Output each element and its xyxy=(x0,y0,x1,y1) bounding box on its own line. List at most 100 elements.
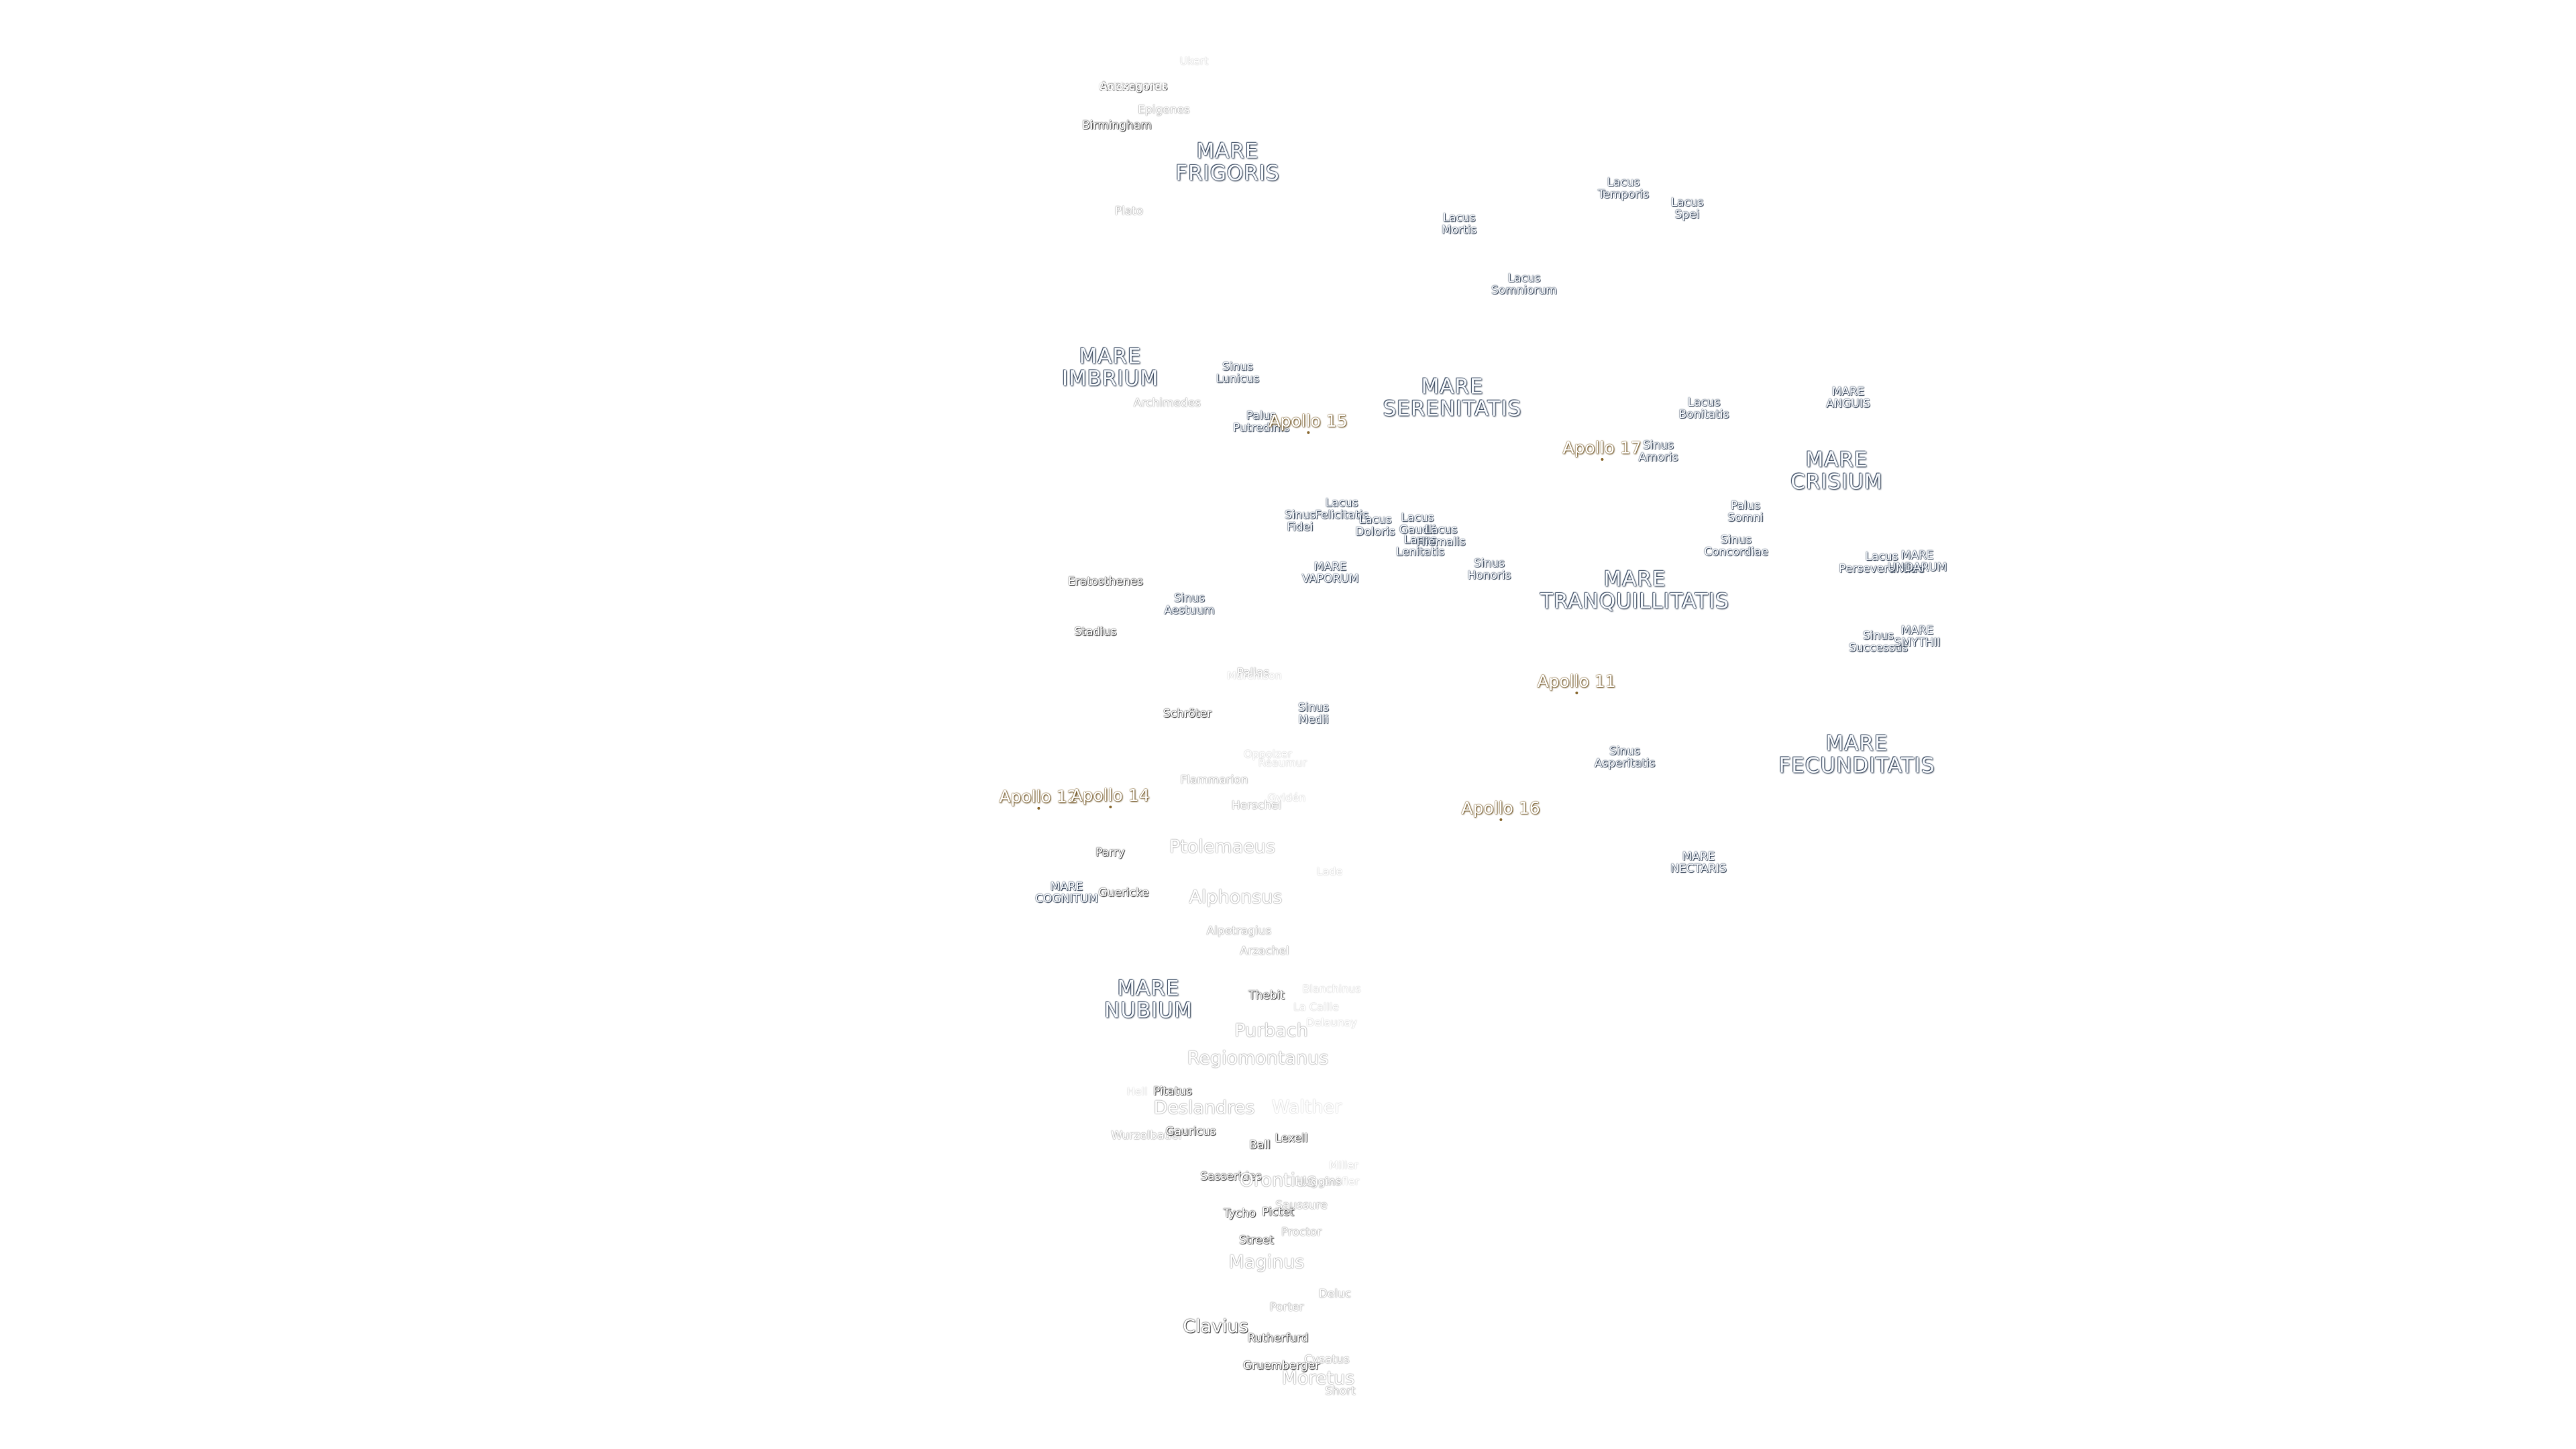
map-label-delaunay: Delaunay xyxy=(1306,1016,1357,1029)
landing-marker-icon xyxy=(1307,431,1309,435)
map-label-pallas: Pallas xyxy=(1236,666,1270,680)
map-label-herschel: Herschel xyxy=(1231,799,1282,813)
map-label-miller: Miller xyxy=(1329,1159,1358,1172)
map-label-blanchinus: Blanchinus xyxy=(1302,982,1361,996)
map-label-schroter: Schröter xyxy=(1163,707,1212,721)
map-label-epigenes: Epigenes xyxy=(1138,103,1190,117)
map-label-saussure: Saussure xyxy=(1275,1199,1328,1213)
map-label-sinus-aestuum: Sinus Aestuum xyxy=(1164,592,1215,617)
map-label-plato: Plato xyxy=(1114,205,1144,219)
apollo-site-apollo-11: Apollo 11 xyxy=(1537,672,1616,695)
map-label-huggins: Huggins xyxy=(1295,1175,1342,1189)
map-label-alpetragius: Alpetragius xyxy=(1206,924,1272,938)
map-label-lacus-lenitatis: Lacus Lenitatis xyxy=(1395,533,1445,559)
map-label-stadius: Stadius xyxy=(1074,625,1117,639)
map-label-sinus-concordiae: Sinus Concordiae xyxy=(1704,533,1768,559)
map-label-mare-vaporum: MARE VAPORUM xyxy=(1301,560,1359,586)
map-label-alphonsus: Alphonsus xyxy=(1189,886,1283,908)
landing-marker-icon xyxy=(1109,806,1112,809)
map-label-rutherfurd: Rutherfurd xyxy=(1247,1332,1309,1346)
map-label-mare-imbrium: MARE IMBRIUM xyxy=(1061,344,1159,390)
map-label-street: Street xyxy=(1239,1234,1274,1248)
landing-marker-icon xyxy=(1499,818,1502,822)
map-label-pictet: Pictet xyxy=(1262,1205,1294,1220)
map-label-hell: Hell xyxy=(1126,1085,1148,1098)
map-label-palus-putredinis: Palus Putredinis xyxy=(1232,409,1290,435)
map-label-mare-nubium: MARE NUBIUM xyxy=(1104,976,1193,1022)
map-label-proctor: Proctor xyxy=(1281,1226,1322,1240)
map-label-stofler: Stöfler xyxy=(1324,1175,1360,1188)
map-label-ball: Ball xyxy=(1249,1138,1271,1152)
map-label-walther: Walther xyxy=(1271,1096,1342,1118)
map-label-mare-anguis: MARE ANGUIS xyxy=(1826,385,1870,411)
map-label-flammarion: Flammarion xyxy=(1180,773,1248,788)
map-label-wurzelbauer: Wurzelbauer xyxy=(1111,1129,1183,1143)
map-label-sinus-asperitatis: Sinus Asperitatis xyxy=(1594,745,1656,770)
map-label-deluc: Deluc xyxy=(1318,1287,1352,1301)
map-label-thebit: Thebit xyxy=(1248,989,1285,1003)
map-label-mare-smythii: MARE SMYTHII xyxy=(1894,624,1941,649)
map-label-goldschmidt: Goldschmidt xyxy=(1098,80,1167,93)
map-label-maginus: Maginus xyxy=(1228,1251,1305,1273)
landing-marker-icon xyxy=(1575,692,1578,695)
map-label-sinus-medii: Sinus Medii xyxy=(1298,701,1329,727)
landing-marker-icon xyxy=(1601,458,1603,462)
map-label-lade: Lade xyxy=(1316,865,1343,878)
map-label-short: Short xyxy=(1325,1385,1356,1399)
map-label-parry: Parry xyxy=(1095,846,1125,860)
map-label-mare-undarum: MARE UNDARUM xyxy=(1887,549,1947,574)
map-label-gruemberger: Gruemberger xyxy=(1242,1359,1320,1373)
map-label-oppolzer: Oppolzer xyxy=(1244,747,1292,761)
apollo-site-apollo-16: Apollo 16 xyxy=(1461,799,1540,822)
apollo-site-apollo-12: Apollo 12 xyxy=(999,788,1078,810)
map-label-porter: Porter xyxy=(1269,1301,1304,1315)
apollo-site-apollo-14: Apollo 14 xyxy=(1071,786,1150,809)
map-label-sasserides: Sasserides xyxy=(1200,1170,1262,1184)
map-label-mare-tranquillitatis: MARE TRANQUILLITATIS xyxy=(1540,567,1729,613)
map-label-anaxagoras: Anaxagoras xyxy=(1099,80,1168,94)
map-label-mare-serenitatis: MARE SERENITATIS xyxy=(1383,374,1522,421)
map-label-lacus-perseverantiae: Lacus Perseverantiae xyxy=(1839,550,1925,576)
map-label-lacus-mortis: Lacus Mortis xyxy=(1441,211,1477,237)
map-label-sinus-fidei: Sinus Fidei xyxy=(1285,508,1316,534)
map-label-regiomontanus: Regiomontanus xyxy=(1187,1047,1329,1069)
map-label-moretus: Moretus xyxy=(1281,1367,1355,1389)
map-label-mare-frigoris: MARE FRIGORIS xyxy=(1175,139,1280,185)
map-label-lacus-gaudii: Lacus Gaudii xyxy=(1399,511,1436,537)
map-label-pitatus: Pitatus xyxy=(1153,1085,1192,1099)
map-label-murchison: Murchison xyxy=(1227,669,1282,682)
map-label-cysatus: Cysatus xyxy=(1304,1353,1350,1367)
apollo-site-apollo-17: Apollo 17 xyxy=(1562,439,1642,462)
map-label-gylden: Gyldén xyxy=(1267,791,1306,804)
map-label-birmingham: Birmingham xyxy=(1082,119,1152,133)
map-label-arzachel: Arzachel xyxy=(1240,945,1289,959)
map-label-lacus-spei: Lacus Spei xyxy=(1670,196,1704,221)
map-label-clavius: Clavius xyxy=(1183,1316,1248,1337)
map-label-mare-nectaris: MARE NECTARIS xyxy=(1670,850,1727,875)
map-label-sinus-successus: Sinus Successus xyxy=(1848,629,1909,655)
map-label-archimedes: Archimedes xyxy=(1133,396,1201,411)
map-label-lacus-temporis: Lacus Temporis xyxy=(1597,176,1650,201)
map-label-eratosthenes: Eratosthenes xyxy=(1067,575,1144,589)
map-label-lacus-doloris: Lacus Doloris xyxy=(1355,513,1395,539)
map-label-lexell: Lexell xyxy=(1275,1132,1308,1146)
map-label-lacus-hiemalis: Lacus Hiemalis xyxy=(1416,523,1466,549)
map-label-mare-cognitum: MARE COGNITUM xyxy=(1035,880,1098,906)
map-label-ptolemaeus: Ptolemaeus xyxy=(1169,836,1276,857)
map-label-sinus-lunicus: Sinus Lunicus xyxy=(1216,360,1260,386)
map-label-deslandres: Deslandres xyxy=(1153,1097,1255,1118)
map-label-mare-crisium: MARE CRISIUM xyxy=(1790,447,1883,494)
map-label-palus-somni: Palus Somni xyxy=(1727,499,1764,525)
map-label-tycho: Tycho xyxy=(1223,1207,1256,1221)
landing-marker-icon xyxy=(1037,807,1040,810)
map-label-sinus-amoris: Sinus Amoris xyxy=(1638,439,1678,464)
map-label-guericke: Guericke xyxy=(1098,886,1149,900)
map-label-lacus-somniorum: Lacus Somniorum xyxy=(1491,272,1557,297)
map-label-la-caille: La Caille xyxy=(1293,1000,1339,1014)
apollo-site-apollo-15: Apollo 15 xyxy=(1269,412,1348,435)
map-label-sinus-honoris: Sinus Honoris xyxy=(1467,557,1511,582)
map-label-purbach: Purbach xyxy=(1234,1020,1308,1041)
map-label-ukert: Ukert xyxy=(1179,54,1209,68)
map-label-reaumur: Réaumur xyxy=(1258,756,1307,769)
